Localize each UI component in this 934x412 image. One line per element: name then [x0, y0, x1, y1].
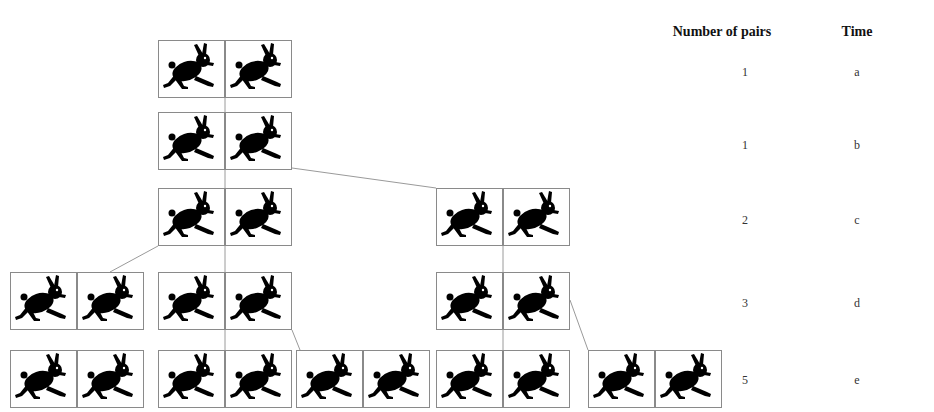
- rabbit: [504, 351, 570, 408]
- column-heading: Number of pairs: [673, 24, 772, 40]
- rabbit: [78, 351, 144, 408]
- pair-count: 3: [742, 296, 748, 311]
- rabbit: [226, 351, 292, 408]
- rabbit: [11, 273, 77, 330]
- pair-count: 1: [742, 65, 748, 80]
- rabbit: [159, 351, 225, 408]
- pair-count: 2: [742, 213, 748, 228]
- rabbit: [656, 351, 722, 408]
- time-step: c: [854, 213, 859, 228]
- rabbit: [226, 273, 292, 330]
- rabbit: [437, 189, 503, 246]
- time-step: d: [854, 296, 860, 311]
- rabbit: [78, 273, 144, 330]
- rabbit: [437, 351, 503, 408]
- lineage-lines: [110, 98, 588, 350]
- rabbit: [504, 189, 570, 246]
- pair-count: 5: [742, 373, 748, 388]
- rabbit: [159, 113, 225, 170]
- rabbit: [159, 41, 225, 98]
- rabbit: [11, 351, 77, 408]
- rabbit: [437, 273, 503, 330]
- rabbit: [159, 189, 225, 246]
- rabbit: [226, 113, 292, 170]
- rabbit: [159, 273, 225, 330]
- pair-count: 1: [742, 138, 748, 153]
- rabbit: [364, 351, 430, 408]
- column-heading: Time: [842, 24, 873, 40]
- time-step: e: [854, 373, 859, 388]
- rabbit: [504, 273, 570, 330]
- rabbit: [226, 189, 292, 246]
- rabbit: [589, 351, 655, 408]
- rabbit: [226, 41, 292, 98]
- rabbit-pairs: [11, 41, 722, 408]
- time-step: b: [854, 138, 860, 153]
- time-step: a: [854, 65, 859, 80]
- rabbit: [297, 351, 363, 408]
